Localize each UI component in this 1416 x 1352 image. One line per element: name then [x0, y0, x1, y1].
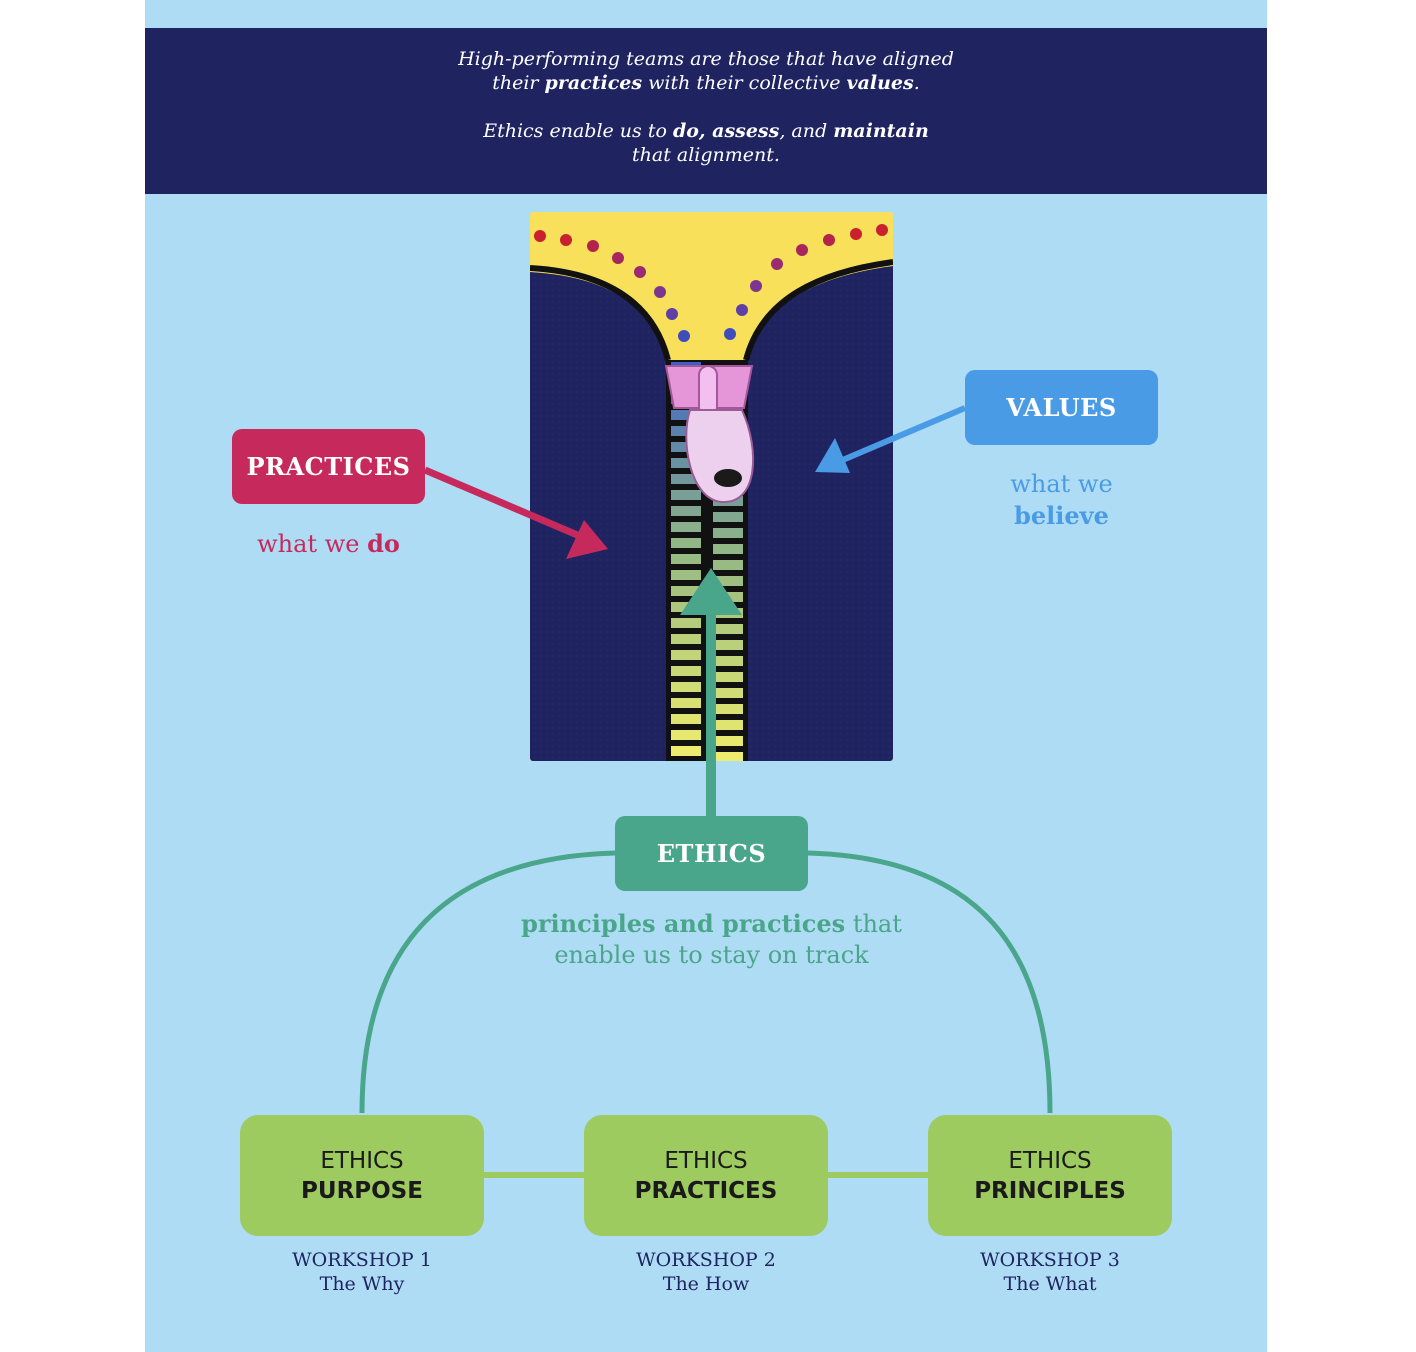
banner-bold-do-assess: do, assess — [672, 120, 780, 142]
zipper-tooth-right — [713, 688, 743, 698]
intro-banner: High-performing teams are those that hav… — [145, 28, 1267, 194]
zipper-tooth-right — [713, 560, 743, 570]
zipper-tooth-right — [713, 656, 743, 666]
zipper-tooth-right — [713, 704, 743, 714]
workshop-number: WORKSHOP 2 — [636, 1249, 776, 1271]
zipper-tooth-left — [671, 730, 701, 740]
banner-paragraph-2: Ethics enable us to do, assess, and main… — [145, 119, 1267, 167]
banner-text: their — [492, 72, 545, 94]
zipper-tooth-left — [671, 634, 701, 644]
zipper-tooth-left — [671, 522, 701, 532]
practices-arrow — [423, 466, 608, 559]
banner-line-1: High-performing teams are those that hav… — [458, 48, 954, 70]
workshop-subtitle: The What — [1003, 1273, 1097, 1295]
values-box: VALUES — [965, 370, 1158, 445]
values-caption: what we believe — [940, 469, 1183, 532]
banner-text: Ethics enable us to — [483, 120, 673, 142]
banner-line-4: that alignment. — [632, 144, 780, 166]
zipper-tooth-left — [671, 618, 701, 628]
zipper-tooth-right — [713, 544, 743, 554]
ethics-arch — [359, 850, 1053, 1114]
values-arrow — [815, 405, 967, 473]
zipper-tooth-left — [671, 554, 701, 564]
workshop-number: WORKSHOP 1 — [292, 1249, 432, 1271]
ethics-arrow — [680, 568, 742, 816]
workshop-subtitle: The How — [662, 1273, 750, 1295]
zipper-tooth-right — [713, 672, 743, 682]
banner-text: with their collective — [642, 72, 847, 94]
ethics-box: ETHICS — [615, 816, 808, 891]
workshop-subject: PRINCIPLES — [974, 1177, 1126, 1204]
zipper-tooth-left — [671, 538, 701, 548]
practices-caption-text: what we — [257, 530, 368, 558]
zipper-tooth-left — [671, 570, 701, 580]
values-caption-bold: believe — [1014, 501, 1109, 530]
zipper-tooth-right — [713, 752, 743, 761]
banner-paragraph-1: High-performing teams are those that hav… — [145, 47, 1267, 95]
zipper-tooth-left — [671, 490, 701, 500]
practices-box: PRACTICES — [232, 429, 425, 504]
zipper-tooth-right — [713, 528, 743, 538]
workshop-caption-2: WORKSHOP 2 The How — [584, 1248, 828, 1296]
zipper-tooth-left — [671, 698, 701, 708]
workshop-box-principles: ETHICS PRINCIPLES — [928, 1115, 1172, 1236]
zipper-tooth-left — [671, 682, 701, 692]
ethics-caption: principles and practices that enable us … — [480, 908, 943, 971]
workshop-caption-3: WORKSHOP 3 The What — [928, 1248, 1172, 1296]
zipper-tooth-left — [671, 458, 701, 468]
ethics-caption-text: that — [845, 910, 902, 938]
zipper-tooth-right — [713, 736, 743, 746]
practices-label: PRACTICES — [246, 452, 411, 481]
workshop-title: ETHICS — [664, 1147, 748, 1174]
values-label: VALUES — [1006, 393, 1117, 422]
ethics-caption-bold: principles and practices — [521, 909, 846, 938]
banner-bold-practices: practices — [544, 72, 643, 94]
zipper-tooth-left — [671, 506, 701, 516]
zipper-tooth-right — [713, 624, 743, 634]
workshop-number: WORKSHOP 3 — [980, 1249, 1120, 1271]
zipper-tooth-left — [671, 666, 701, 676]
banner-bold-values: values — [846, 72, 914, 94]
zipper-tooth-left — [671, 410, 701, 420]
workshop-box-purpose: ETHICS PURPOSE — [240, 1115, 484, 1236]
zipper-tooth-right — [713, 512, 743, 522]
workshop-subject: PRACTICES — [634, 1177, 778, 1204]
ethics-caption-line-2: enable us to stay on track — [554, 941, 869, 969]
zipper-tooth-left — [671, 474, 701, 484]
workshop-title: ETHICS — [1008, 1147, 1092, 1174]
zipper-tooth-left — [671, 586, 701, 596]
banner-text: . — [913, 72, 920, 94]
workshop-title: ETHICS — [320, 1147, 404, 1174]
practices-caption-bold: do — [367, 529, 400, 558]
zipper-tooth-right — [713, 576, 743, 586]
workshop-box-practices: ETHICS PRACTICES — [584, 1115, 828, 1236]
zipper-tooth-left — [671, 746, 701, 756]
values-caption-text: what we — [1010, 470, 1113, 498]
workshop-subject: PURPOSE — [301, 1177, 423, 1204]
ethics-label: ETHICS — [656, 839, 767, 868]
zipper-tooth-right — [713, 640, 743, 650]
zipper-tooth-left — [671, 650, 701, 660]
workshop-subtitle: The Why — [319, 1273, 405, 1295]
practices-caption: what we do — [200, 528, 457, 560]
zipper-tooth-left — [671, 714, 701, 724]
workshop-caption-1: WORKSHOP 1 The Why — [240, 1248, 484, 1296]
zipper-tooth-right — [713, 720, 743, 730]
banner-text: , and — [779, 120, 834, 142]
banner-bold-maintain: maintain — [833, 120, 929, 142]
